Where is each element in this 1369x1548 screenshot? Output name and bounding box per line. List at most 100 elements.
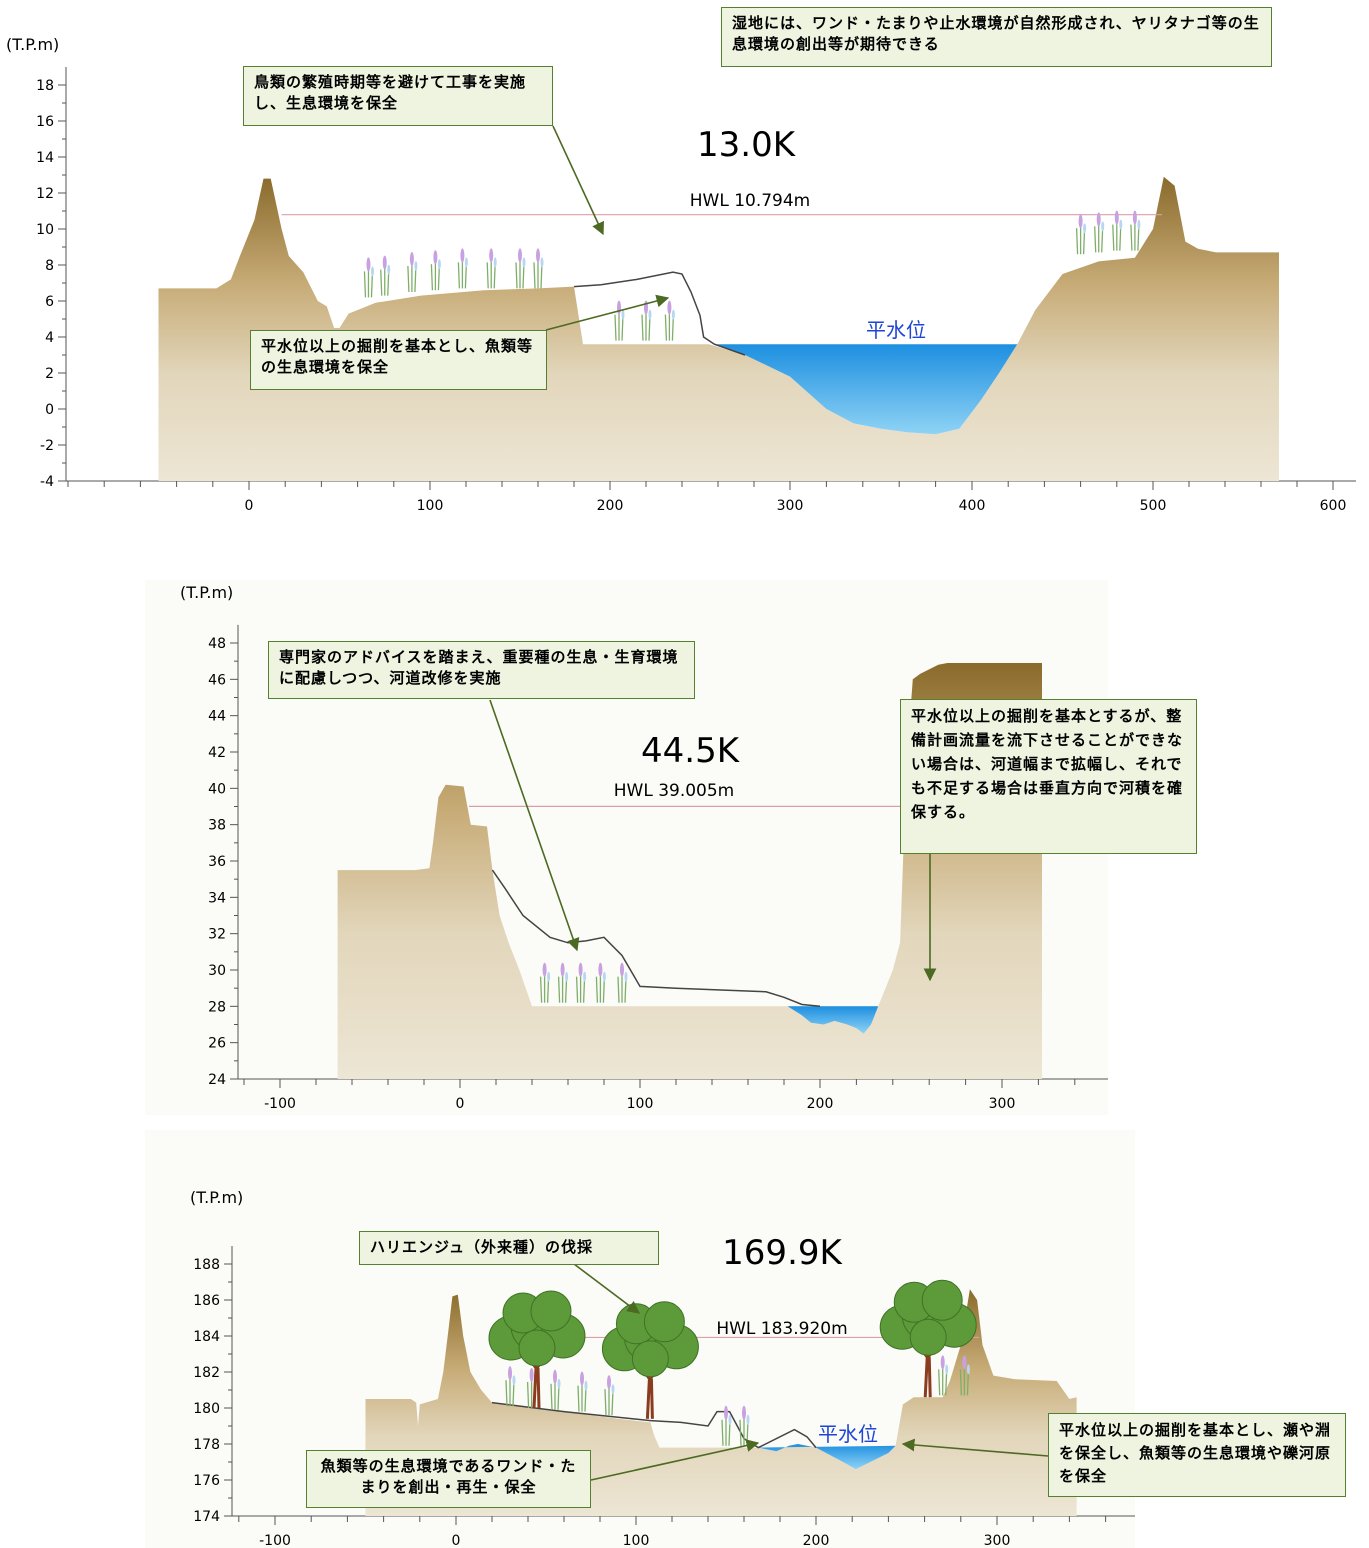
x-tick-label: 200 bbox=[803, 1533, 830, 1548]
c3-water bbox=[758, 1444, 896, 1470]
note-excavation-169k: 平水位以上の掘削を基本とし、瀬や淵を保全し、魚類等の生息環境や礫河原を保全 bbox=[1048, 1413, 1346, 1497]
y-tick-label: 46 bbox=[208, 672, 226, 688]
reed-plant bbox=[577, 1371, 588, 1412]
reed-plant bbox=[1075, 214, 1087, 255]
x-tick-label: 0 bbox=[245, 498, 254, 514]
reed-plant bbox=[505, 1366, 516, 1407]
y-tick-label: 42 bbox=[208, 745, 226, 761]
y-tick-label: 176 bbox=[193, 1473, 220, 1489]
c2-original-profile bbox=[491, 869, 821, 1008]
x-tick-label: -100 bbox=[259, 1533, 291, 1548]
c3-units: (T.P.m) bbox=[190, 1188, 243, 1207]
reed-plant bbox=[604, 1375, 615, 1416]
annotation-arrows bbox=[489, 125, 1049, 1481]
reed-plant bbox=[617, 962, 628, 1003]
reed-plant bbox=[938, 1355, 949, 1396]
note-excavation-13k: 平水位以上の掘削を基本とし、魚類等の生息環境を保全 bbox=[250, 330, 547, 390]
y-tick-label: 30 bbox=[208, 963, 226, 979]
y-tick-label: 8 bbox=[45, 258, 54, 274]
c2-hwl-label: HWL 39.005m bbox=[614, 781, 735, 801]
y-tick-label: 24 bbox=[208, 1072, 226, 1088]
y-tick-label: 18 bbox=[36, 78, 54, 94]
y-tick-label: 2 bbox=[45, 366, 54, 382]
note-bird-breeding: 鳥類の繁殖時期等を避けて工事を実施し、生息環境を保全 bbox=[243, 66, 553, 126]
reed-plant bbox=[664, 300, 675, 341]
black-locust-tree bbox=[488, 1290, 586, 1409]
reed-plant bbox=[1112, 210, 1123, 251]
black-locust-tree bbox=[601, 1301, 699, 1419]
c3-title: 169.9K bbox=[722, 1233, 843, 1273]
y-tick-label: 10 bbox=[36, 222, 54, 238]
reed-plant bbox=[533, 248, 544, 289]
reed-plant bbox=[959, 1355, 970, 1396]
y-tick-label: 186 bbox=[193, 1293, 220, 1309]
c1-hwl-label: HWL 10.794m bbox=[690, 191, 811, 211]
c2-plants bbox=[539, 962, 628, 1003]
reed-plant bbox=[1130, 210, 1141, 251]
y-tick-label: 180 bbox=[193, 1401, 220, 1417]
x-tick-label: -100 bbox=[264, 1096, 296, 1112]
c2-ground bbox=[337, 663, 1043, 1079]
black-locust-tree bbox=[879, 1279, 977, 1398]
reed-plant bbox=[595, 962, 606, 1003]
y-tick-label: -4 bbox=[40, 474, 54, 490]
reed-plant bbox=[1094, 212, 1105, 253]
c3-trees bbox=[488, 1279, 977, 1446]
x-tick-label: 300 bbox=[984, 1533, 1011, 1548]
c1-title: 13.0K bbox=[697, 125, 797, 165]
y-tick-label: 28 bbox=[208, 999, 226, 1015]
note-expert-advice: 専門家のアドバイスを踏まえ、重要種の生息・生育環境に配慮しつつ、河道改修を実施 bbox=[268, 641, 695, 699]
x-tick-label: 500 bbox=[1140, 498, 1167, 514]
c1-wetland-plants bbox=[363, 210, 1141, 341]
y-tick-label: 32 bbox=[208, 927, 226, 943]
c1-original-profile bbox=[573, 271, 746, 356]
y-tick-label: 182 bbox=[193, 1365, 220, 1381]
y-tick-label: 44 bbox=[208, 709, 226, 725]
x-tick-label: 100 bbox=[417, 498, 444, 514]
note-wando-pools: 魚類等の生息環境であるワンド・たまりを創出・再生・保全 bbox=[306, 1450, 591, 1508]
c3-hwl-label: HWL 183.920m bbox=[716, 1319, 847, 1339]
x-tick-label: 400 bbox=[959, 498, 986, 514]
c3-water-label: 平水位 bbox=[818, 1422, 878, 1446]
c2-units: (T.P.m) bbox=[180, 583, 233, 602]
c1-water-label: 平水位 bbox=[866, 318, 926, 342]
reed-plant bbox=[557, 962, 569, 1003]
c2-title: 44.5K bbox=[641, 731, 741, 771]
x-tick-label: 300 bbox=[777, 498, 804, 514]
reed-plant bbox=[739, 1405, 750, 1446]
reed-plant bbox=[363, 257, 374, 298]
y-tick-label: 184 bbox=[193, 1329, 220, 1345]
reed-plant bbox=[407, 252, 418, 293]
reed-plant bbox=[515, 248, 526, 289]
c1-ground bbox=[158, 176, 1279, 482]
x-tick-label: 600 bbox=[1320, 498, 1347, 514]
reed-plant bbox=[380, 255, 391, 296]
reed-plant bbox=[457, 248, 468, 289]
y-tick-label: 38 bbox=[208, 818, 226, 834]
y-tick-label: 174 bbox=[193, 1509, 220, 1525]
reed-plant bbox=[539, 962, 551, 1003]
y-tick-label: 0 bbox=[45, 402, 54, 418]
y-tick-label: 4 bbox=[45, 330, 54, 346]
x-tick-label: 200 bbox=[807, 1096, 834, 1112]
reed-plant bbox=[721, 1405, 732, 1446]
x-tick-label: 100 bbox=[623, 1533, 650, 1548]
y-tick-label: 36 bbox=[208, 854, 226, 870]
c1-water bbox=[714, 344, 1018, 435]
reed-plant bbox=[550, 1369, 561, 1410]
reed-plant bbox=[575, 962, 587, 1003]
y-tick-label: 16 bbox=[36, 114, 54, 130]
reed-plant bbox=[641, 300, 652, 341]
y-tick-label: 26 bbox=[208, 1036, 226, 1052]
y-tick-label: 6 bbox=[45, 294, 54, 310]
c3-original-profile bbox=[491, 1401, 817, 1449]
x-tick-label: 300 bbox=[989, 1096, 1016, 1112]
reed-plant bbox=[486, 248, 497, 289]
y-tick-label: 178 bbox=[193, 1437, 220, 1453]
reed-plant bbox=[430, 250, 441, 291]
c2-water bbox=[787, 1006, 879, 1034]
y-tick-label: 40 bbox=[208, 781, 226, 797]
note-excavation-44k: 平水位以上の掘削を基本とするが、整備計画流量を流下させることができない場合は、河… bbox=[900, 699, 1197, 854]
